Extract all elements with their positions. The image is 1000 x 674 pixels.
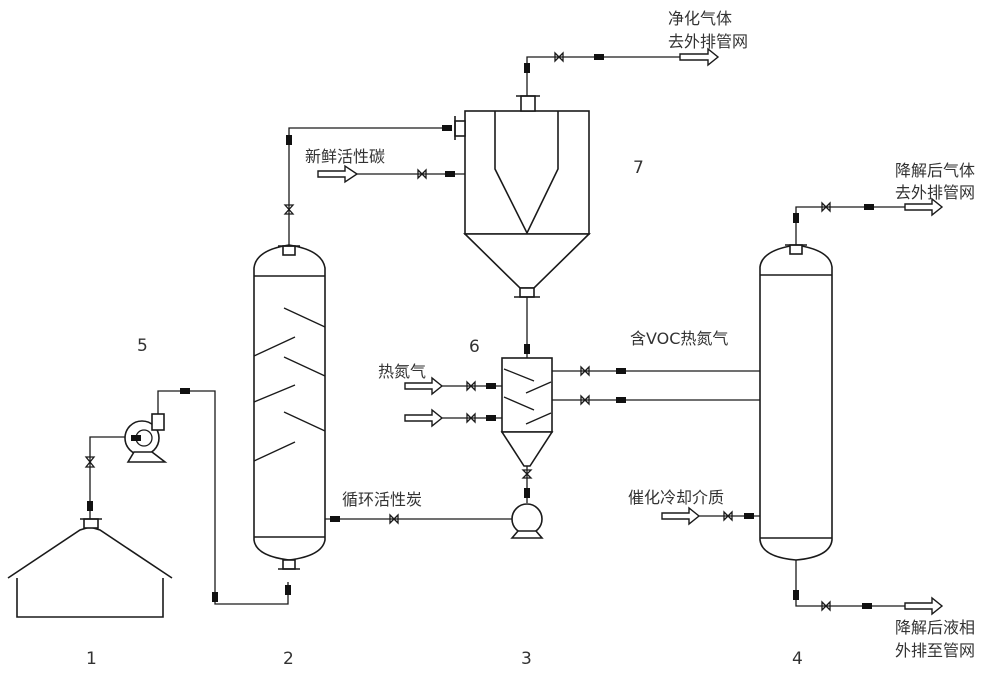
- purified-gas-outlet: [524, 47, 720, 96]
- adsorption-column: [253, 244, 326, 570]
- label-hot-nitrogen: 热氮气: [378, 362, 426, 381]
- equipment-number-3: 3: [521, 649, 532, 669]
- label-recycled-carbon: 循环活性炭: [342, 490, 422, 509]
- label-catalytic-cooling: 催化冷却介质: [628, 488, 724, 507]
- carbon-transfer-pump: [510, 503, 544, 539]
- catalytic-cooling-inlet: [661, 506, 760, 526]
- hot-nitrogen-inlets: [404, 376, 502, 428]
- label-purified-gas-2: 去外排管网: [668, 32, 748, 51]
- degraded-liquid-outlet: [793, 560, 944, 616]
- equipment-number-1: 1: [86, 649, 97, 669]
- equipment-number-5: 5: [137, 336, 148, 356]
- desorber: [500, 357, 554, 467]
- pipe-fan-to-adsorber: [157, 388, 291, 605]
- label-purified-gas-1: 净化气体: [668, 9, 732, 28]
- pipe-adsorber-to-separator: [283, 125, 452, 246]
- centrifugal-fan: [124, 413, 168, 463]
- label-fresh-carbon: 新鲜活性碳: [305, 147, 385, 166]
- pipe-separator-to-desorber: [524, 297, 530, 358]
- label-degraded-gas-2: 去外排管网: [895, 183, 975, 202]
- pipe-desorber-to-pump: [521, 466, 533, 503]
- catalytic-reactor: [759, 244, 833, 561]
- collection-hood: [7, 518, 173, 618]
- fresh-carbon-feed: [317, 164, 465, 184]
- voc-hot-nitrogen-lines: [552, 365, 760, 406]
- cyclone-separator: [454, 95, 591, 298]
- label-voc-hot-nitrogen: 含VOC热氮气: [630, 329, 728, 348]
- label-degraded-liquid-1: 降解后液相: [895, 618, 975, 637]
- equipment-number-2: 2: [283, 649, 294, 669]
- degraded-gas-outlet: [793, 197, 944, 245]
- equipment-number-4: 4: [792, 649, 803, 669]
- label-degraded-gas-1: 降解后气体: [895, 161, 975, 180]
- equipment-number-6: 6: [469, 337, 480, 357]
- recycled-carbon-line: [325, 513, 512, 525]
- label-degraded-liquid-2: 外排至管网: [895, 641, 975, 660]
- equipment-number-7: 7: [633, 158, 644, 178]
- pipe-hood-to-fan: [84, 436, 131, 519]
- valve-icon: [84, 456, 96, 468]
